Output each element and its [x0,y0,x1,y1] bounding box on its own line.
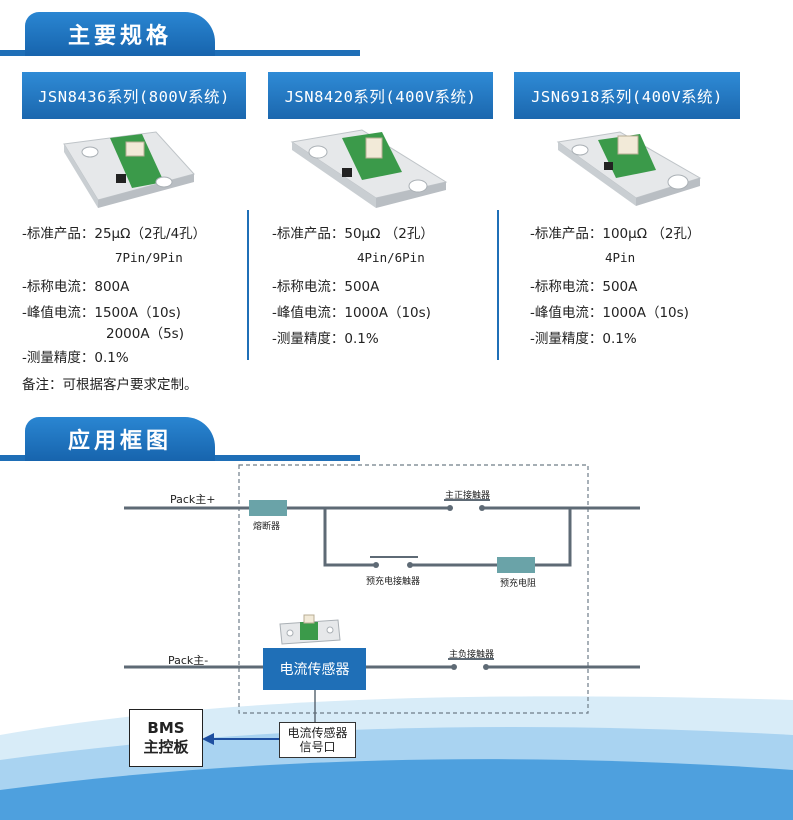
spec-line: -测量精度：0.1% [272,331,379,347]
sensor-port-line2: 信号口 [299,740,336,754]
main-positive-contactor-label: 主正接触器 [445,491,491,501]
spec-line: 2000A（5s) [106,326,184,342]
spec-line: -测量精度：0.1% [530,331,637,347]
spec-line: -标准产品：100μΩ （2孔） [530,226,701,242]
bms-line2: 主控板 [143,738,189,756]
sensor-miniature [279,614,341,645]
shunt-image-jsn6918 [556,131,702,206]
series-tab-jsn6918: JSN6918系列(400V系统) [514,72,740,119]
column-divider [497,210,499,360]
sensor-port-line1: 电流传感器 [287,726,348,740]
fuse [249,500,287,516]
spec-line: -标称电流：500A [530,279,638,295]
precharge-resistor-label: 预充电阻 [500,579,537,589]
main-negative-contactor-label: 主负接触器 [449,650,495,660]
series-tab-jsn8420: JSN8420系列(400V系统) [268,72,493,119]
spec-line: 4Pin/6Pin [357,250,425,265]
spec-line: 4Pin [605,250,636,265]
battery-pack-boundary [238,464,589,714]
spec-line: -标称电流：800A [22,279,130,295]
spec-line: -标准产品：50μΩ （2孔） [272,226,434,242]
bms-line1: BMS [147,719,185,737]
spec-line: -峰值电流：1000A（10s) [272,305,431,321]
circuit-diagram [0,464,793,820]
column-divider [247,210,249,360]
bms-box: BMS 主控板 [129,709,203,767]
series-title: JSN8436系列(800V系统) [38,87,230,106]
spec-line: -测量精度：0.1% [22,350,129,366]
spec-line: 7Pin/9Pin [115,250,183,265]
current-sensor-box: 电流传感器 [263,648,366,690]
pack-minus-label: Pack主- [168,654,209,667]
precharge-contactor-label: 预充电接触器 [366,577,421,587]
section-title-diagram: 应用框图 [25,417,215,461]
wave-decoration [0,759,793,820]
spec-line: -峰值电流：1000A（10s) [530,305,689,321]
current-sensor-label: 电流传感器 [279,662,350,678]
section-title-specs: 主要规格 [25,12,215,56]
series-tab-jsn8436: JSN8436系列(800V系统) [22,72,246,119]
spec-line: -标准产品：25μΩ（2孔/4孔） [22,226,207,242]
note-text: 备注：可根据客户要求定制。 [22,377,198,393]
series-title: JSN6918系列(400V系统) [531,87,723,106]
spec-line: -标称电流：500A [272,279,380,295]
fuse-label: 熔断器 [253,522,281,532]
pack-plus-label: Pack主+ [170,493,216,506]
series-title: JSN8420系列(400V系统) [284,87,477,106]
section-title-diagram-text: 应用框图 [67,429,172,454]
precharge-resistor [497,557,535,573]
sensor-port-box: 电流传感器 信号口 [279,722,356,758]
spec-line: -峰值电流：1500A（10s) [22,305,181,321]
shunt-image-jsn8420 [290,129,448,208]
shunt-image-jsn8436 [63,131,195,208]
section-title-specs-text: 主要规格 [67,24,172,49]
